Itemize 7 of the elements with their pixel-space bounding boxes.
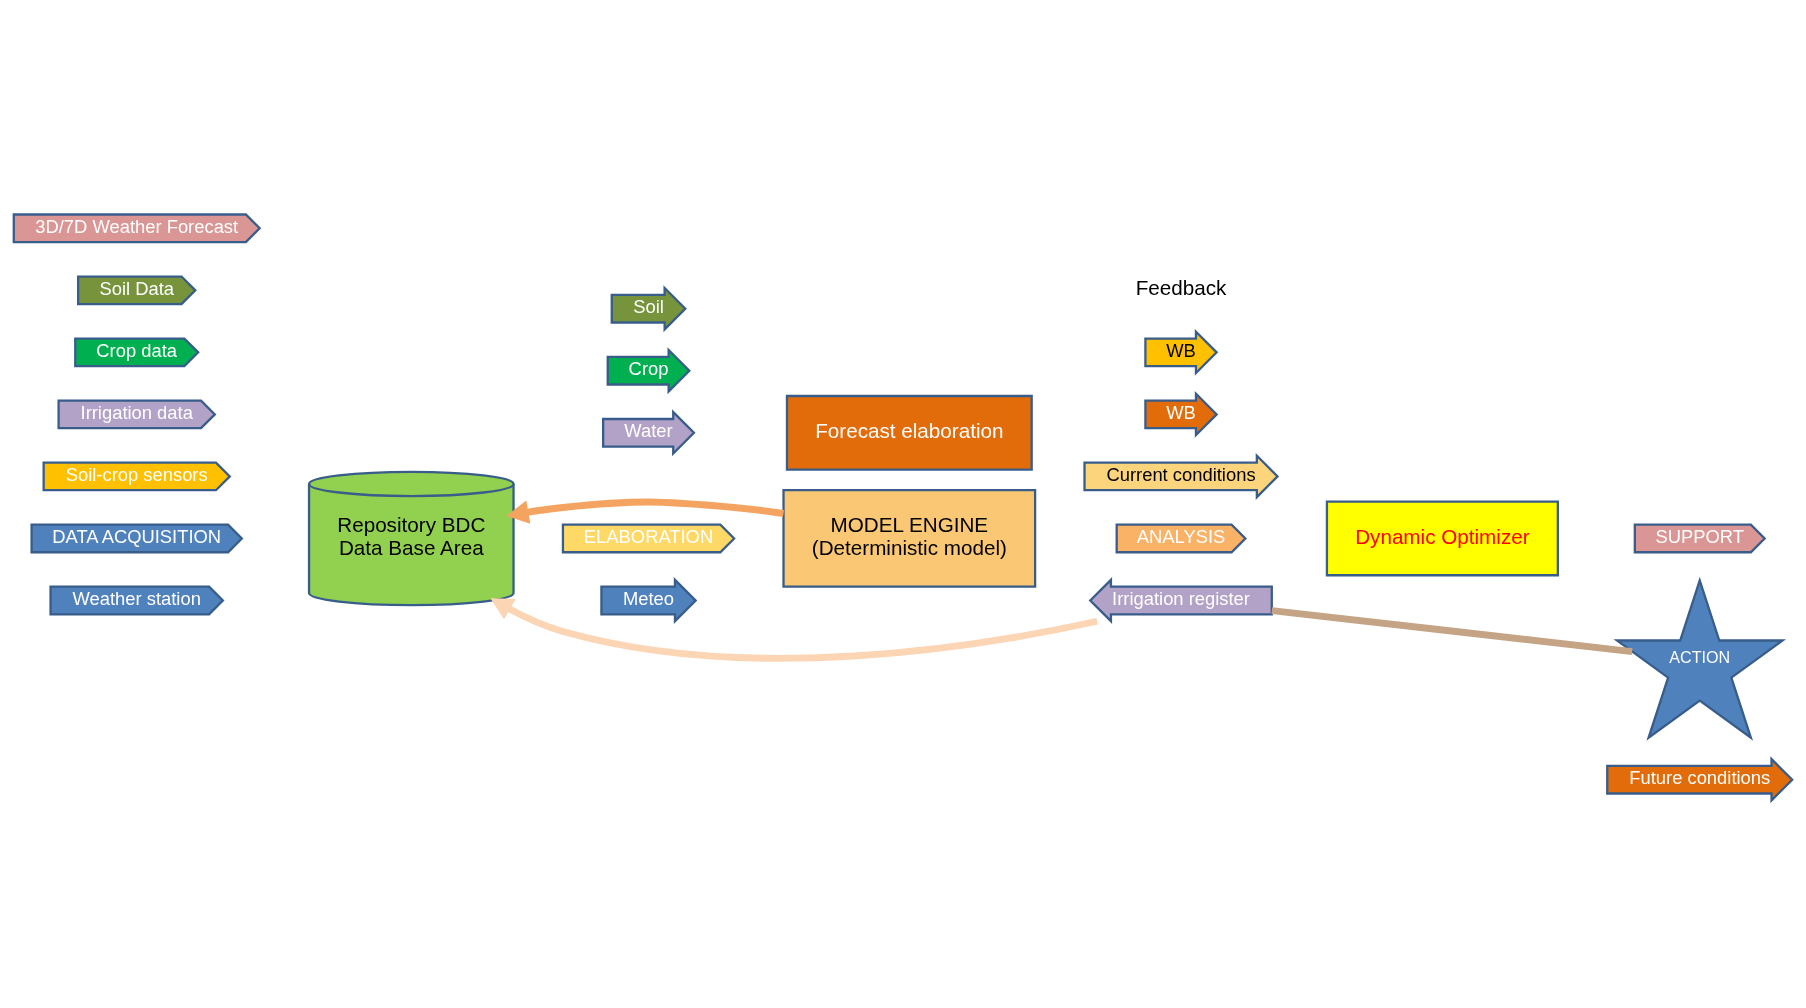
node-box: Dynamic Optimizer [1325,500,1559,577]
label: Feedback [1135,276,1227,300]
node-box: MODEL ENGINE (Deterministic model) [782,489,1037,588]
arrow [490,598,1098,662]
arrow [506,498,784,524]
node-box: Forecast elaboration [785,394,1033,471]
connector [1271,607,1633,655]
